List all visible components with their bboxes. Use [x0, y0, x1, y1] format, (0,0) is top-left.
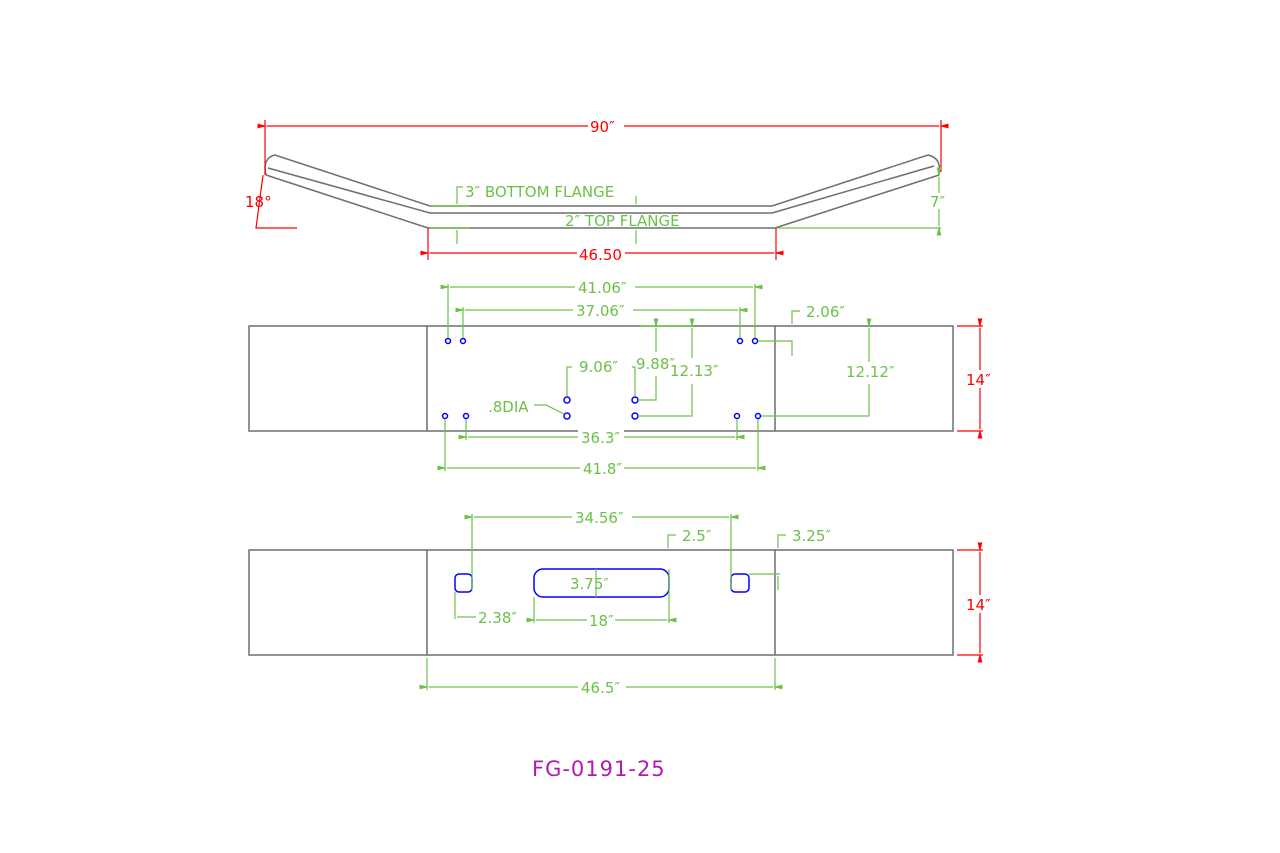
part-number: FG-0191-25	[532, 757, 666, 781]
slot-view: 34.56″ 2.5″ 3.25″ 3.75″ 18″ 2.38″ 46.5″ …	[248, 509, 994, 697]
dim-36-3: 36.3″	[581, 429, 620, 447]
dim-overall-width: 90″	[590, 118, 615, 136]
bottom-flange-label: 3″ BOTTOM FLANGE	[465, 183, 614, 201]
dim-center-width: 46.50	[579, 246, 622, 264]
hole-diameter-label: .8DIA	[488, 398, 529, 416]
dim-2-38: 2.38″	[478, 609, 517, 627]
dim-slot-height: 3.75″	[570, 575, 609, 593]
dim-34-56: 34.56″	[575, 509, 624, 527]
dim-angle: 18°	[245, 193, 272, 211]
dim-height-14: 14″	[966, 371, 991, 389]
top-flange-label: 2″ TOP FLANGE	[565, 212, 680, 230]
dim-slot-length: 18″	[589, 612, 614, 630]
dim-height: 7″	[930, 193, 946, 211]
square-cutout-left	[454, 573, 473, 593]
dim-46-5: 46.5″	[581, 679, 620, 697]
dim-2-06: 2.06″	[806, 303, 845, 321]
profile-line-bottom	[265, 174, 940, 229]
mounting-holes	[441, 337, 762, 420]
dim-height-14-slot: 14″	[966, 596, 991, 614]
hole-view: 41.06″ 37.06″ 2.06″ 9.88″ 12.13″ 9.06″ 1…	[248, 279, 994, 478]
dim-41-8: 41.8″	[583, 460, 622, 478]
profile-line-middle	[267, 165, 935, 214]
dim-12-13: 12.13″	[670, 362, 719, 380]
square-cutout-right	[730, 573, 750, 593]
dim-41-06: 41.06″	[578, 279, 627, 297]
dim-37-06: 37.06″	[576, 302, 625, 320]
dim-2-5: 2.5″	[682, 527, 712, 545]
side-view: 90″ 18° 7″ 46.50 3″ BOTTOM FLANGE 2″ TOP…	[245, 116, 949, 264]
dim-12-12: 12.12″	[846, 363, 895, 381]
dim-3-25: 3.25″	[792, 527, 831, 545]
dim-9-06: 9.06″	[579, 358, 618, 376]
dim-9-88: 9.88″	[636, 355, 675, 373]
